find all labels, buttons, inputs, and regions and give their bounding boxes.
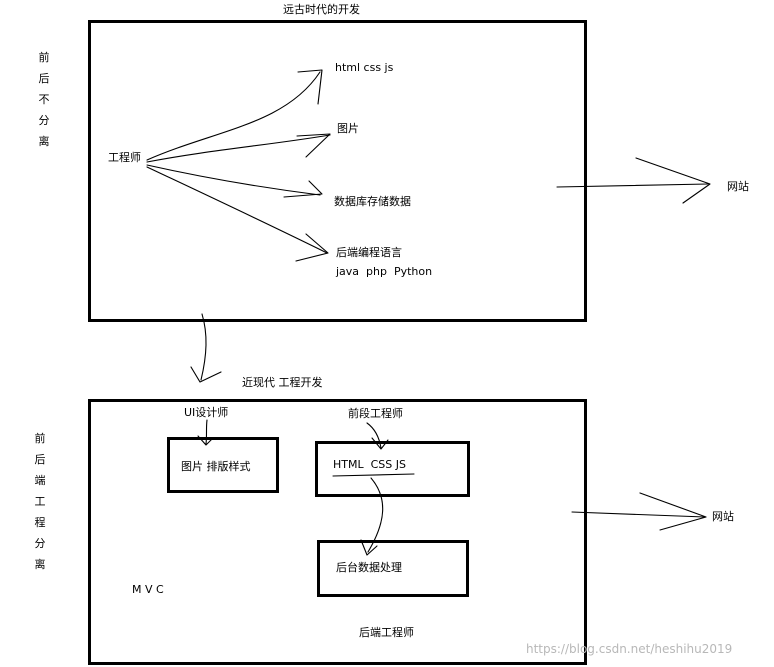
modern-dev-box	[88, 399, 587, 665]
ui-design-box	[167, 437, 279, 493]
website-label-top: 网站	[727, 180, 749, 193]
backend-box	[317, 540, 469, 597]
item-database: 数据库存储数据	[334, 195, 411, 208]
arrow-to-backend-lang	[146, 166, 328, 254]
html-underline	[332, 473, 415, 477]
engineer-label: 工程师	[108, 151, 141, 164]
legacy-title: 远古时代的开发	[283, 3, 360, 16]
modern-side-label: 前后端工程分离	[34, 432, 46, 571]
legacy-dev-box	[88, 20, 587, 322]
item-backend-lang: 后端编程语言	[336, 246, 402, 259]
modern-title: 近现代 工程开发	[242, 376, 323, 389]
mvc-label: M V C	[132, 583, 164, 596]
fe-box-label: HTML CSS JS	[333, 458, 406, 471]
be-engineer-label: 后端工程师	[359, 626, 414, 639]
arrow-fe-engineer	[366, 422, 382, 449]
ui-designer-label: UI设计师	[184, 406, 229, 419]
item-images: 图片	[337, 122, 359, 135]
arrow-top-to-website	[556, 183, 709, 188]
legacy-side-label: 前后不分离	[38, 51, 50, 148]
arrow-to-database	[146, 164, 321, 196]
watermark: https://blog.csdn.net/heshihu2019	[526, 642, 733, 656]
item-languages: java php Python	[336, 265, 433, 278]
be-box-label: 后台数据处理	[336, 561, 402, 574]
arrow-bottom-to-website	[571, 511, 706, 518]
arrow-top-to-bottom	[200, 313, 207, 381]
frontend-box	[315, 441, 470, 497]
ui-box-label: 图片 排版样式	[181, 460, 251, 473]
arrow-ui-designer	[205, 419, 208, 445]
arrow-fe-to-be	[367, 477, 384, 553]
website-label-bottom: 网站	[712, 510, 734, 523]
item-html-css-js: html css js	[335, 61, 394, 74]
arrow-to-html-css-js	[146, 71, 321, 161]
arrow-to-images	[146, 134, 331, 163]
fe-engineer-label: 前段工程师	[348, 407, 403, 420]
